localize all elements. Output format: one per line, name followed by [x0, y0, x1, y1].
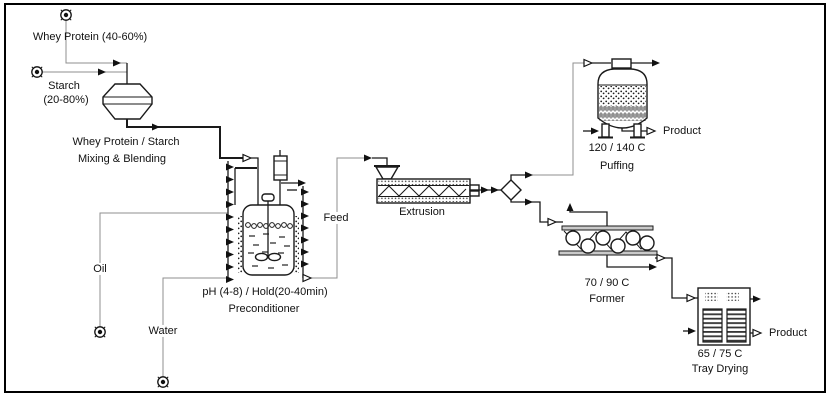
label-tray-drying: Tray Drying	[691, 362, 749, 375]
label-tray-temp: 65 / 75 C	[697, 347, 743, 360]
label-puffing: Puffing	[599, 159, 635, 172]
diagram-border	[4, 3, 826, 393]
oil-source-icon	[94, 326, 106, 338]
stream-lines-utility	[42, 20, 586, 377]
preconditioner-vessel-icon	[238, 150, 299, 276]
water-source-icon	[157, 376, 169, 388]
label-feed: Feed	[321, 211, 351, 225]
tray-dryer-icon	[697, 287, 751, 346]
puffing-vessel-icon	[597, 58, 648, 139]
label-former-temp: 70 / 90 C	[584, 276, 630, 289]
label-puffing-temp: 120 / 140 C	[588, 141, 646, 154]
label-starch-range: (20-80%)	[43, 93, 89, 106]
label-extrusion: Extrusion	[399, 205, 445, 218]
extruder-icon	[374, 165, 480, 204]
label-starch: Starch	[48, 79, 80, 92]
right-vent-arrows	[301, 188, 309, 268]
mixer-blender-icon	[102, 83, 153, 120]
former-icon	[558, 225, 658, 256]
label-mixer-line1: Whey Protein / Starch	[72, 135, 180, 148]
left-injection-arrows	[226, 163, 234, 283]
label-tray-product: Product	[769, 326, 807, 339]
whey-protein-source-icon	[60, 9, 72, 21]
label-water: Water	[146, 324, 180, 338]
label-former: Former	[589, 292, 625, 305]
label-whey-protein: Whey Protein (40-60%)	[32, 30, 148, 43]
label-puffing-product: Product	[663, 124, 701, 137]
starch-source-icon	[31, 66, 43, 78]
flow-arrows	[98, 58, 763, 338]
label-preconditioner-line2: Preconditioner	[228, 302, 300, 315]
label-preconditioner-line1: pH (4-8) / Hold(20-40min)	[202, 285, 328, 298]
splitter-icon	[500, 179, 522, 201]
label-oil: Oil	[91, 262, 109, 276]
label-mixer-line2: Mixing & Blending	[77, 152, 167, 165]
